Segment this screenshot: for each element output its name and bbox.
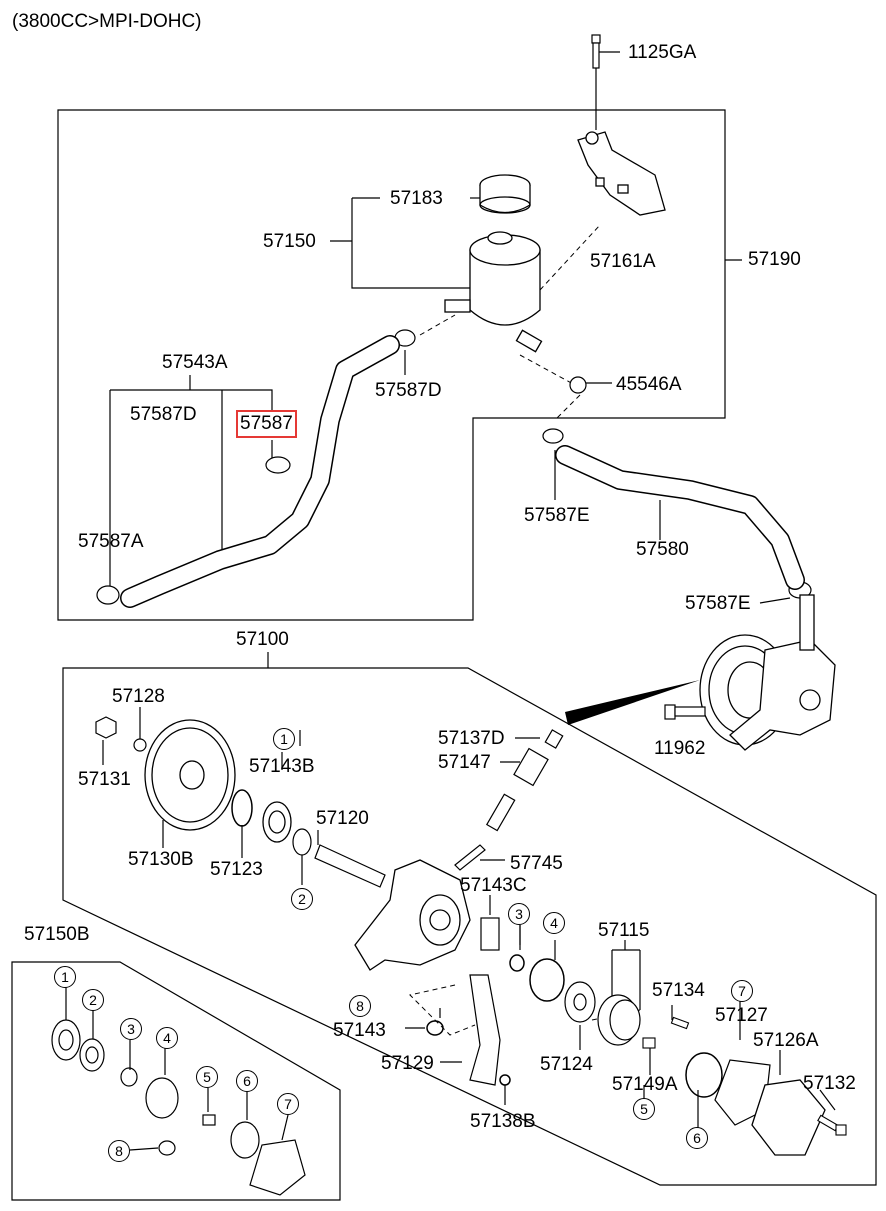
label-57143C: 57143C [460,875,527,896]
label-57183: 57183 [390,188,443,209]
kit-oring-6 [230,1121,260,1159]
label-57580: 57580 [636,539,689,560]
label-57138B: 57138B [470,1111,536,1132]
bearing-57143b [262,801,292,843]
reservoir-body [444,231,543,353]
cover-57126a [751,1079,826,1156]
clamp-57587e-upper [542,428,564,444]
bolt-11962 [664,704,706,720]
label-57120: 57120 [316,808,369,829]
kit-gasket-7 [249,1139,306,1196]
circle-number-8: 8 [349,995,371,1017]
pin-57134 [670,1016,690,1030]
tube-57129 [469,974,501,1086]
label-57147: 57147 [438,752,491,773]
oring-57138b [499,1074,511,1086]
bolt-1125ga [591,34,601,69]
label-1125GA: 1125GA [628,42,697,63]
assembly-arrow [565,680,700,725]
kit-circle-number-8: 8 [108,1140,130,1162]
label-57745: 57745 [510,853,563,874]
nut-57131 [95,716,117,739]
circle-number-2: 2 [291,888,313,910]
kit-oring-3 [120,1067,138,1087]
kit-circle-number-7: 7 [277,1093,299,1115]
oring-6a [685,1052,723,1098]
label-57126A: 57126A [753,1030,819,1051]
oring-57143 [426,1020,444,1036]
kit-circle-number-3: 3 [120,1018,142,1040]
label-57143B: 57143B [249,756,315,777]
circle-number-1: 1 [273,728,295,750]
kit-oring-8 [158,1140,176,1156]
kit-circle-number-5: 5 [196,1066,218,1088]
engine-spec: (3800CC>MPI-DOHC) [12,11,202,32]
pump-assembly [699,594,836,751]
label-11962: 11962 [654,738,706,759]
shaft-57120 [292,828,386,888]
circle-number-3: 3 [508,903,530,925]
kit-pin-5 [202,1114,216,1126]
label-57587A: 57587A [78,531,144,552]
label-57124: 57124 [540,1054,593,1075]
reservoir-cap [479,174,531,214]
label-57587-highlighted: 57587 [236,410,297,438]
oring-4a [529,958,565,1002]
label-57132: 57132 [803,1073,856,1094]
hose-57543a [120,335,400,608]
label-57123: 57123 [210,859,263,880]
kit-oring-4 [145,1077,179,1119]
kit-circle-number-6: 6 [236,1070,258,1092]
label-57127: 57127 [715,1005,768,1026]
label-57134: 57134 [652,980,705,1001]
label-57190: 57190 [748,249,801,270]
label-57128: 57128 [112,686,165,707]
kit-circle-number-1: 1 [54,966,76,988]
label-57150: 57150 [263,231,316,252]
kit-group-frame [11,961,341,1201]
circle-number-6: 6 [686,1127,708,1149]
label-57130B: 57130B [128,849,194,870]
clamp-57587 [265,456,291,474]
label-57129: 57129 [381,1053,434,1074]
snap-ring-57123 [231,789,253,827]
flow-valve [454,729,564,871]
clamp-57587a [96,585,120,605]
bracket-57161a [577,131,666,216]
circle-number-5: 5 [633,1098,655,1120]
sleeve-57143c [480,917,500,951]
label-57587E-mid: 57587E [524,505,590,526]
bolt-57132 [817,1114,847,1136]
pulley-57130b [144,719,236,831]
pin-57149a [642,1037,656,1049]
label-57587D-left: 57587D [130,404,197,425]
label-57115: 57115 [598,920,650,941]
oring-3a [509,954,525,972]
washer-45546a [569,376,587,394]
label-57543A: 57543A [162,352,228,373]
label-57161A: 57161A [590,251,656,272]
kit-circle-number-4: 4 [156,1027,178,1049]
circle-number-7: 7 [731,980,753,1002]
label-45546A: 45546A [616,374,682,395]
label-57131: 57131 [78,769,131,790]
label-57587D-top: 57587D [375,380,442,401]
label-57587E-right: 57587E [685,593,751,614]
pump-body [354,859,471,971]
rotor-57115 [597,994,641,1046]
reservoir-group-frame [57,109,726,621]
kit-circle-number-2: 2 [82,989,104,1011]
label-57143: 57143 [333,1020,386,1041]
ring-57128 [133,738,147,752]
label-57149A: 57149A [612,1074,678,1095]
cam-plate-57124 [564,981,596,1023]
circle-number-4: 4 [543,912,565,934]
pump-group-frame [62,667,877,1186]
label-57137D: 57137D [438,728,505,749]
label-57100: 57100 [236,629,289,650]
label-57150B: 57150B [24,924,90,945]
